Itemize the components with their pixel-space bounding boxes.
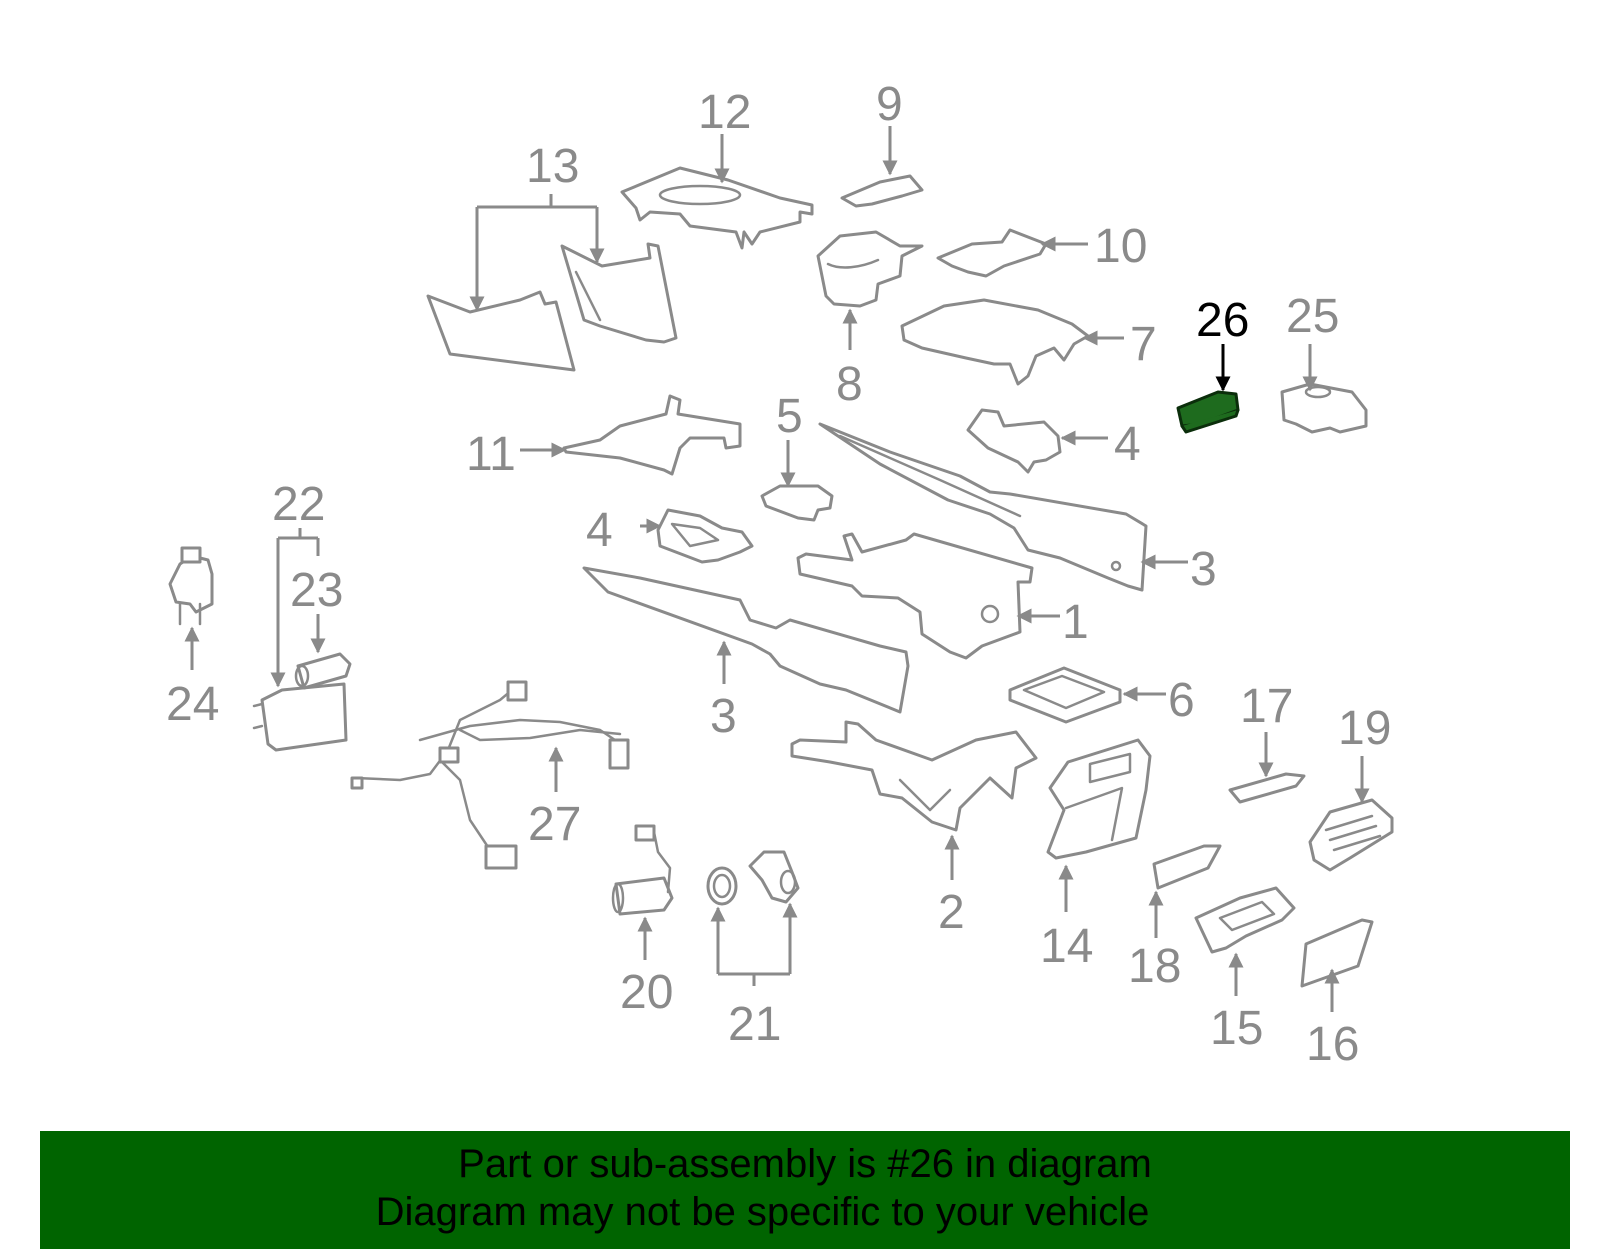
callout-6: 6 bbox=[1168, 674, 1195, 727]
part-12-cupholder-tray[interactable] bbox=[620, 166, 814, 250]
part-9-trim[interactable] bbox=[840, 174, 924, 208]
part-25-block[interactable] bbox=[1280, 382, 1368, 434]
callout-8: 8 bbox=[836, 358, 863, 411]
callout-3b: 3 bbox=[710, 690, 737, 743]
part-24-switch[interactable] bbox=[168, 546, 214, 626]
callout-18: 18 bbox=[1128, 940, 1181, 993]
callout-15: 15 bbox=[1210, 1002, 1263, 1055]
callout-16: 16 bbox=[1306, 1018, 1359, 1071]
part-7-armrest-lid[interactable] bbox=[900, 298, 1090, 386]
part-11-bracket[interactable] bbox=[562, 394, 742, 476]
part-16-plate[interactable] bbox=[1300, 918, 1374, 988]
callout-7: 7 bbox=[1130, 318, 1157, 371]
callout-13: 13 bbox=[526, 140, 579, 193]
part-5-bracket[interactable] bbox=[760, 484, 834, 522]
callout-20: 20 bbox=[620, 966, 673, 1019]
callout-10: 10 bbox=[1094, 220, 1147, 273]
callout-11: 11 bbox=[466, 428, 516, 481]
part-27-wiring-harness[interactable] bbox=[350, 680, 630, 870]
callout-25: 25 bbox=[1286, 290, 1339, 343]
part-20-power-socket[interactable] bbox=[611, 824, 674, 916]
callout-4b: 4 bbox=[586, 504, 613, 557]
part-3-lower-side-panel[interactable] bbox=[582, 566, 910, 714]
part-18-panel[interactable] bbox=[1152, 844, 1222, 890]
callout-2: 2 bbox=[938, 886, 965, 939]
part-23-socket[interactable] bbox=[294, 652, 352, 690]
part-4-lower-bracket[interactable] bbox=[656, 508, 754, 564]
callout-14: 14 bbox=[1040, 920, 1093, 973]
callout-1: 1 bbox=[1062, 596, 1089, 649]
part-26-switch[interactable] bbox=[1176, 390, 1240, 434]
part-14-storage-bin[interactable] bbox=[1046, 738, 1152, 860]
part-3-upper-side-panel[interactable] bbox=[818, 422, 1148, 592]
callout-27: 27 bbox=[528, 798, 581, 851]
callout-22: 22 bbox=[272, 478, 325, 531]
part-17-trim-strip[interactable] bbox=[1228, 772, 1306, 804]
part-21-covers[interactable] bbox=[706, 850, 800, 906]
callout-9: 9 bbox=[876, 78, 903, 131]
callout-5: 5 bbox=[776, 390, 803, 443]
footer-part-note: Part or sub-assembly is #26 in diagram bbox=[458, 1142, 1152, 1186]
part-4-upper-bracket[interactable] bbox=[966, 408, 1062, 474]
parts-diagram: 12 13 9 8 10 7 26 25 11 bbox=[166, 78, 1394, 1071]
footer-disclaimer: Diagram may not be specific to your vehi… bbox=[375, 1190, 1150, 1234]
part-2-console-frame[interactable] bbox=[790, 720, 1038, 832]
callout-26: 26 bbox=[1196, 294, 1249, 347]
callout-17: 17 bbox=[1240, 680, 1293, 733]
part-6-tray[interactable] bbox=[1008, 666, 1122, 724]
part-19-vent[interactable] bbox=[1308, 798, 1394, 872]
callout-4a: 4 bbox=[1114, 418, 1141, 471]
part-8-cupholder-insert[interactable] bbox=[816, 230, 924, 308]
callout-23: 23 bbox=[290, 564, 343, 617]
part-22-outlet-assembly[interactable] bbox=[252, 682, 348, 752]
part-13-side-panels[interactable] bbox=[426, 242, 678, 372]
part-10-bracket[interactable] bbox=[936, 228, 1048, 278]
footer-banner: Part or sub-assembly is #26 in diagram D… bbox=[40, 1131, 1570, 1249]
callout-3a: 3 bbox=[1190, 543, 1217, 596]
callout-24: 24 bbox=[166, 678, 219, 731]
callout-21: 21 bbox=[728, 998, 781, 1051]
callout-19: 19 bbox=[1338, 702, 1391, 755]
part-1-console-base[interactable] bbox=[796, 532, 1034, 660]
part-15-bezel[interactable] bbox=[1194, 886, 1296, 954]
callout-12: 12 bbox=[698, 86, 751, 139]
